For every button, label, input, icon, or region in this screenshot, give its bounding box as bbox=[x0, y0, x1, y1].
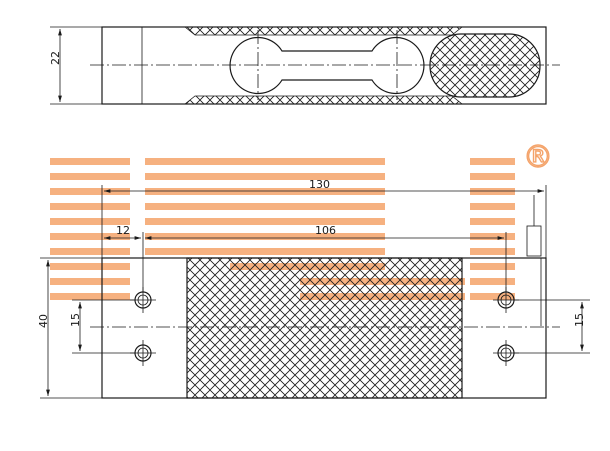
watermark-letter-1 bbox=[50, 158, 130, 300]
dim-106-label: 106 bbox=[315, 224, 336, 237]
watermark-letter-3 bbox=[470, 158, 515, 300]
front-view: 130 12 106 40 15 15 bbox=[37, 178, 590, 399]
top-edge-hatch bbox=[183, 26, 464, 36]
cable-gland bbox=[526, 225, 542, 257]
front-view-hatch bbox=[186, 257, 463, 399]
registered-mark: ® bbox=[523, 140, 553, 175]
dim-15-left-label: 15 bbox=[69, 313, 82, 327]
top-view: 22 bbox=[49, 26, 560, 105]
strain-gauge-pocket bbox=[429, 33, 541, 98]
dogbone-cutout bbox=[229, 36, 425, 95]
dim-40-label: 40 bbox=[37, 314, 50, 328]
dim-12-label: 12 bbox=[116, 224, 130, 237]
dim-130-label: 130 bbox=[309, 178, 330, 191]
dim-22-label: 22 bbox=[49, 51, 62, 65]
dim-15-right-label: 15 bbox=[573, 313, 586, 327]
bottom-edge-hatch bbox=[183, 95, 464, 105]
